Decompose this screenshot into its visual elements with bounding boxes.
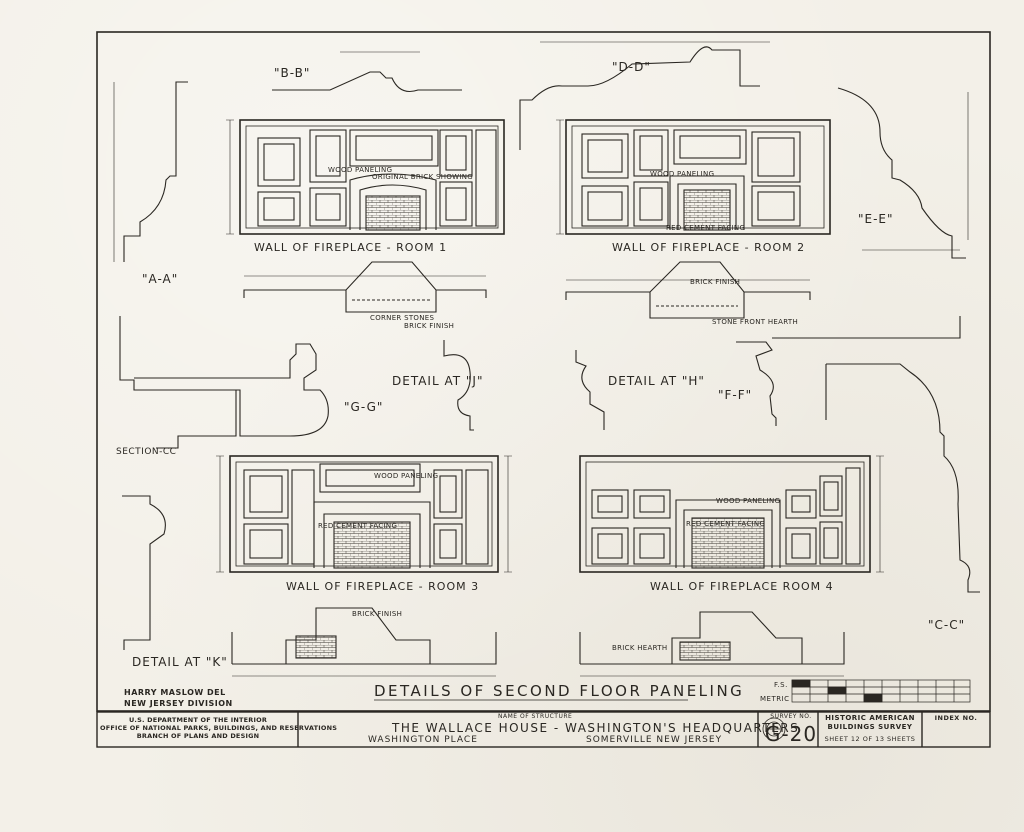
note-r4-wood: WOOD PANELING	[716, 497, 781, 505]
agency-line3: BRANCH OF PLANS AND DESIGN	[136, 732, 260, 740]
index-number-label: INDEX NO.	[934, 714, 978, 722]
profile-bb	[272, 71, 462, 93]
note-r2-cement: RED CEMENT FACING	[666, 224, 746, 232]
note-r3-wood: WOOD PANELING	[374, 472, 439, 480]
note-r1-wood: WOOD PANELING	[328, 166, 393, 174]
moulding-step	[119, 316, 237, 449]
survey-number: G-20	[764, 722, 818, 746]
label-section-gg: "G-G"	[344, 400, 384, 414]
label-detail-k: DETAIL AT "K"	[132, 655, 228, 669]
label-section-ee: "E-E"	[858, 212, 894, 226]
moulding-line	[772, 316, 961, 420]
agency-line2: OFFICE OF NATIONAL PARKS, BUILDINGS, AND…	[100, 724, 338, 732]
structure-town: SOMERVILLE NEW JERSEY	[586, 735, 723, 745]
elevation-room1	[239, 119, 505, 235]
profile-ee	[837, 87, 966, 259]
credit-division: NEW JERSEY DIVISION	[124, 699, 233, 708]
note-r4-cement: RED CEMENT FACING	[686, 520, 766, 528]
sheet-title: DETAILS OF SECOND FLOOR PANELING	[374, 682, 745, 700]
seal	[762, 717, 786, 741]
label-detail-h: DETAIL AT "H"	[608, 374, 705, 388]
title-block	[96, 711, 991, 748]
note-r2-wood: WOOD PANELING	[650, 170, 715, 178]
label-section-aa: "A-A"	[142, 272, 179, 286]
caption-wall-room4: WALL OF FIREPLACE ROOM 4	[650, 580, 834, 593]
scale-metric-label: METRIC	[760, 695, 790, 703]
program-line1: HISTORIC AMERICAN	[825, 714, 915, 722]
section-cc-profile	[826, 363, 980, 593]
agency-line1: U.S. DEPARTMENT OF THE INTERIOR	[128, 716, 268, 724]
label-detail-j: DETAIL AT "J"	[392, 374, 484, 388]
graphic-scale	[791, 679, 971, 703]
note-r3-plan: BRICK FINISH	[352, 610, 403, 618]
label-section-cc-left: SECTION-CC	[116, 447, 177, 457]
caption-wall-room2: WALL OF FIREPLACE - ROOM 2	[612, 241, 806, 254]
structure-name-label: NAME OF STRUCTURE	[498, 713, 573, 720]
note-r3-cement: RED CEMENT FACING	[318, 522, 398, 530]
caption-wall-room3: WALL OF FIREPLACE - ROOM 3	[286, 580, 480, 593]
note-r4-plan: BRICK HEARTH	[612, 644, 668, 652]
detail-k-profile	[122, 495, 166, 650]
plan-room1	[243, 261, 487, 313]
scale-fs-label: F.S.	[774, 681, 788, 689]
label-section-dd: "D-D"	[612, 60, 651, 74]
note-r2-plan-a: BRICK FINISH	[690, 278, 741, 286]
credit-drafter: HARRY MASLOW DEL	[124, 688, 226, 697]
note-r2-plan-b: STONE FRONT HEARTH	[712, 318, 799, 326]
plan-room2	[565, 261, 811, 319]
label-section-bb: "B-B"	[274, 66, 311, 80]
note-r1-brick: ORIGINAL BRICK SHOWING	[372, 173, 473, 181]
survey-number-label: SURVEY NO.	[770, 713, 812, 720]
note-r1-plan-a: CORNER STONES	[370, 314, 435, 322]
detail-h-profile	[575, 350, 605, 430]
elevation-room3	[229, 455, 499, 573]
elevation-room4	[579, 455, 871, 573]
section-gg	[134, 343, 329, 437]
label-section-cc: "C-C"	[928, 618, 966, 632]
profile-aa	[123, 81, 188, 262]
plan-room4	[579, 611, 845, 665]
detail-j-profile	[443, 340, 474, 431]
dimension-lines	[113, 41, 969, 677]
caption-wall-room1: WALL OF FIREPLACE - ROOM 1	[254, 241, 448, 254]
structure-street: WASHINGTON PLACE	[368, 735, 478, 745]
structure-name: THE WALLACE HOUSE - WASHINGTON'S HEADQUA…	[392, 721, 800, 735]
section-ff-profile	[736, 341, 777, 426]
elevation-room2	[565, 119, 831, 235]
sheet-count: SHEET 12 OF 13 SHEETS	[824, 735, 916, 743]
label-section-ff: "F-F"	[718, 388, 753, 402]
note-r1-plan-b: BRICK FINISH	[404, 322, 455, 330]
sheet-border	[96, 31, 991, 712]
profile-dd	[519, 46, 760, 150]
plan-room3	[231, 607, 497, 665]
program-line2: BUILDINGS SURVEY	[827, 723, 913, 731]
